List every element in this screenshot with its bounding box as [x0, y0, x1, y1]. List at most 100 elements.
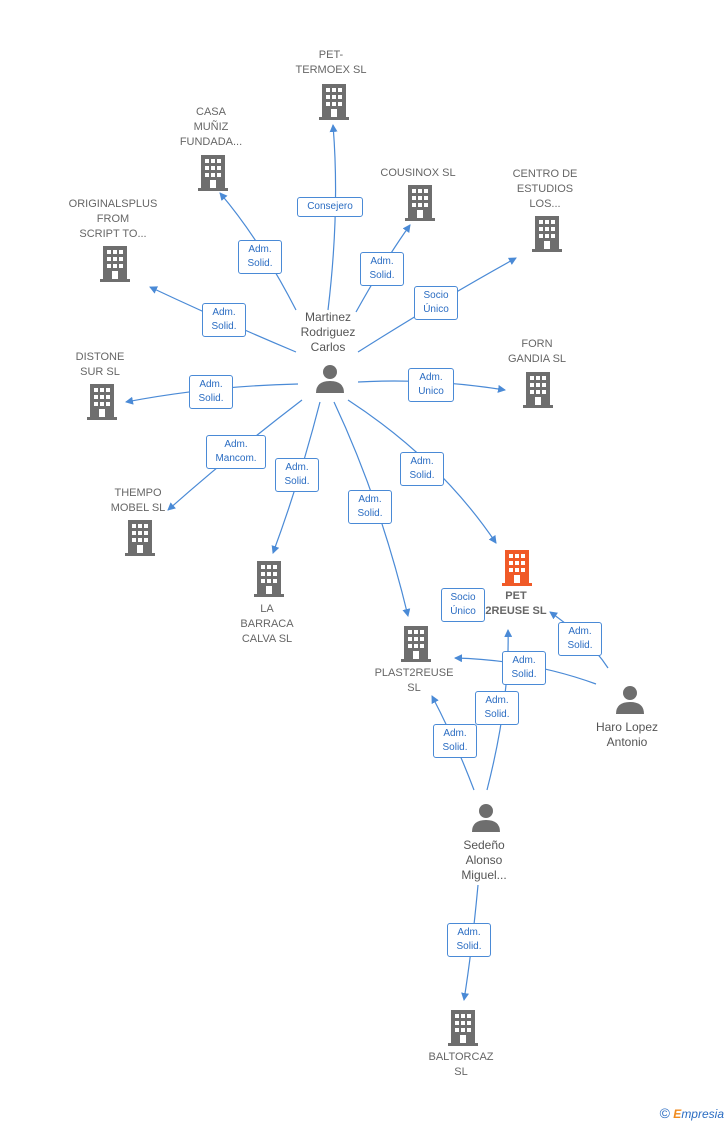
edge-label-adm-pet-m[interactable]: Adm. Solid. [400, 452, 444, 486]
label-line: LOS... [529, 198, 561, 210]
label-line: SL [454, 1066, 468, 1078]
edge-label-text: Adm. [568, 626, 592, 637]
edge-label-adm-plast-m[interactable]: Adm. Solid. [348, 490, 392, 524]
label-line: Carlos [310, 340, 346, 354]
edge-label-text: Adm. [199, 379, 223, 390]
label-line: TERMOEX SL [295, 64, 367, 76]
edge-label-text: Adm. [248, 244, 272, 255]
edge-label-adm-original[interactable]: Adm.Solid. [202, 303, 246, 337]
label-line: GANDIA SL [507, 353, 567, 365]
edge-label-text: Adm. [419, 372, 443, 383]
edge-label-text: Solid. [357, 508, 383, 519]
building-icon[interactable] [523, 372, 553, 413]
edge-label-text: Socio [423, 290, 449, 301]
person-icon[interactable] [615, 684, 645, 719]
edge-label-adm-cousinox[interactable]: Adm. Solid. [360, 252, 404, 286]
building-icon[interactable] [125, 520, 155, 561]
edge-label-text: Solid. [369, 270, 395, 281]
edge-label-text: Solid. [247, 258, 273, 269]
edge-label-consejero[interactable]: Consejero [297, 197, 363, 217]
edge-label-text: Adm. [512, 655, 536, 666]
label-line: BARRACA [240, 618, 294, 630]
label-line: THEMPO [114, 487, 162, 499]
edge-label-text: Socio [450, 592, 476, 603]
edge-label-text: Adm. [285, 462, 309, 473]
label-line: Sedeño [463, 838, 505, 852]
label-line: FORN [521, 338, 553, 350]
label-line: 2REUSE SL [485, 605, 547, 617]
edge-label-adm-pet-sed[interactable]: Adm. Solid. [475, 691, 519, 725]
label-line: Rodriguez [300, 325, 356, 339]
edge-label-text: Solid. [409, 470, 435, 481]
brand-initial: E [673, 1107, 682, 1121]
label-line: LA [260, 603, 274, 615]
label-line: Haro Lopez [595, 720, 659, 734]
building-icon[interactable] [401, 626, 431, 667]
edge-label-adm-distone[interactable]: Adm.Solid. [189, 375, 233, 409]
building-icon[interactable] [319, 84, 349, 125]
building-highlight-icon[interactable] [502, 550, 532, 591]
building-icon[interactable] [532, 216, 562, 257]
label-line: CENTRO DE [512, 168, 578, 180]
copyright-icon: © [659, 1105, 670, 1121]
edge-label-adm-baltorcaz[interactable]: Adm.Solid. [447, 923, 491, 957]
label-line: Alonso [465, 853, 503, 867]
label-line: DISTONE [75, 351, 125, 363]
edge-label-adm-casa[interactable]: Adm. Solid. [238, 240, 282, 274]
edge-label-text: Adm. [410, 456, 434, 467]
label-line: SUR SL [80, 366, 120, 378]
edge-label-text: Unico [418, 386, 444, 397]
company-label-cousinox[interactable]: COUSINOX SL [363, 166, 473, 181]
building-icon[interactable] [198, 155, 228, 196]
edge-label-text: Solid. [211, 321, 237, 332]
label-line: PET- [318, 49, 344, 61]
edge-label-text: Adm. [457, 927, 481, 938]
company-label-pet-termoex[interactable]: PET- TERMOEX SL [276, 48, 386, 78]
edge-pet-termoex [327, 124, 338, 311]
edge-label-adm-thempo[interactable]: Adm.Mancom. [206, 435, 266, 469]
brand-name: mpresia [681, 1107, 724, 1121]
edge-label-adm-plast-sed[interactable]: Adm.Solid. [433, 724, 477, 758]
edge-label-text: Solid. [567, 640, 593, 651]
brand-footer[interactable]: © Empresia [660, 1105, 724, 1121]
edge-label-adm-forn[interactable]: Adm. Unico [408, 368, 454, 402]
building-icon[interactable] [254, 561, 284, 602]
building-icon[interactable] [405, 185, 435, 226]
edge-label-text: Solid. [484, 709, 510, 720]
label-line: COUSINOX SL [380, 167, 456, 179]
edge-label-text: Consejero [307, 201, 353, 212]
person-icon[interactable] [315, 363, 345, 398]
building-icon[interactable] [100, 246, 130, 287]
company-label-forn-gandia[interactable]: FORN GANDIA SL [482, 337, 592, 367]
edge-label-text: Adm. [485, 695, 509, 706]
label-line: ESTUDIOS [516, 183, 574, 195]
edge-label-text: Adm. [370, 256, 394, 267]
label-line: Miguel... [461, 868, 507, 882]
building-icon[interactable] [448, 1010, 478, 1051]
person-icon[interactable] [471, 802, 501, 837]
edge-label-adm-pet-haro[interactable]: Adm. Solid. [558, 622, 602, 656]
company-label-distone[interactable]: DISTONE SUR SL [45, 350, 155, 380]
edge-label-text: Adm. [358, 494, 382, 505]
label-line: FUNDADA... [179, 136, 243, 148]
edge-label-adm-plast-haro[interactable]: Adm.Solid. [502, 651, 546, 685]
company-label-centro-estudios[interactable]: CENTRO DE ESTUDIOS LOS... [490, 167, 600, 212]
building-icon[interactable] [87, 384, 117, 425]
label-line: MUÑIZ [193, 121, 229, 133]
edge-label-text: Solid. [284, 476, 310, 487]
label-line: Martinez [304, 310, 351, 324]
edge-label-adm-barraca[interactable]: Adm. Solid. [275, 458, 319, 492]
edge-label-text: Único [450, 606, 476, 617]
